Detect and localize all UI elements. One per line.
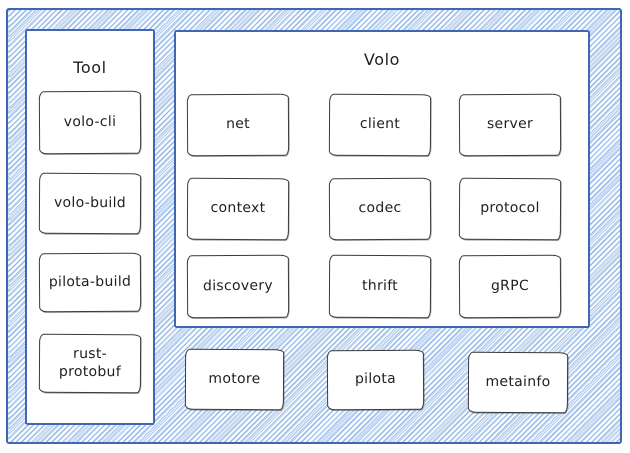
box-metainfo: metainfo	[467, 351, 569, 414]
tool-panel: Tool volo-cli volo-build pilota-build ru…	[25, 29, 155, 425]
box-pilota-build: pilota-build	[38, 252, 142, 313]
box-thrift: thrift	[328, 254, 432, 319]
box-rust-protobuf: rust-protobuf	[38, 333, 142, 394]
outer-frame: Tool volo-cli volo-build pilota-build ru…	[6, 8, 622, 444]
box-volo-cli: volo-cli	[38, 90, 142, 155]
box-pilota: pilota	[326, 349, 425, 411]
box-server: server	[458, 93, 562, 157]
box-context: context	[186, 177, 290, 241]
box-motore: motore	[184, 348, 285, 411]
volo-panel-title: Volo	[363, 50, 401, 69]
box-volo-build: volo-build	[38, 172, 142, 235]
volo-panel: Volo net client server context codec pro…	[174, 30, 590, 328]
box-net: net	[186, 93, 290, 157]
box-codec: codec	[328, 177, 432, 241]
box-grpc: gRPC	[458, 254, 562, 319]
box-protocol: protocol	[458, 177, 562, 241]
box-discovery: discovery	[186, 254, 290, 319]
box-client: client	[328, 93, 432, 157]
tool-panel-title: Tool	[73, 58, 107, 77]
